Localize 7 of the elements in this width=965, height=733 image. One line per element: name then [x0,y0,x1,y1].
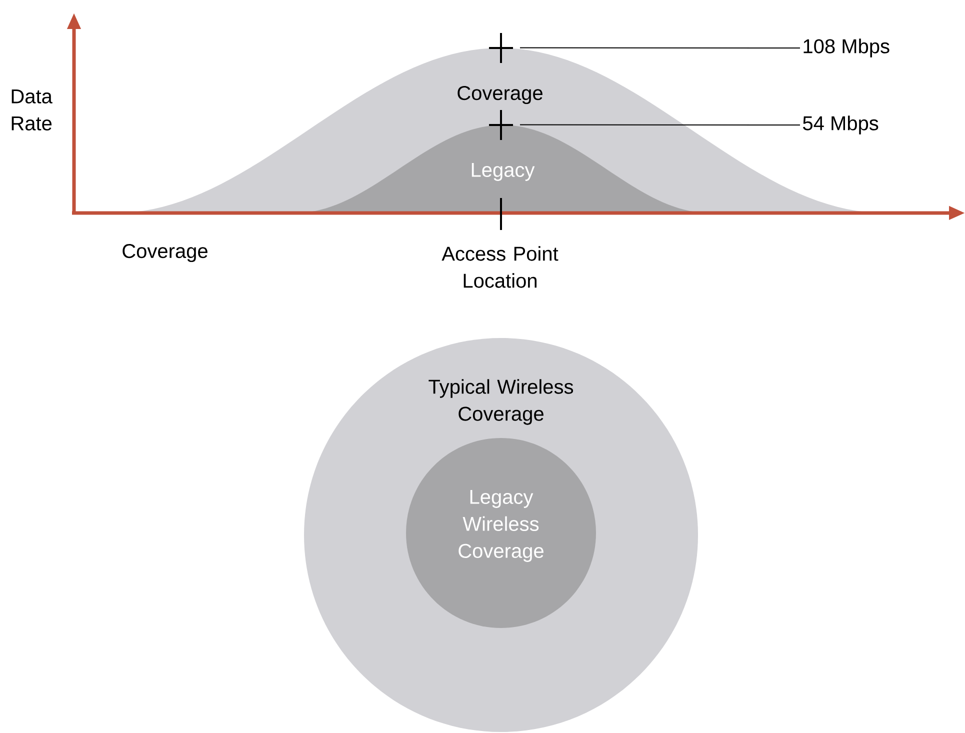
leader-line [520,47,800,48]
axis-label: Coverage [122,244,208,262]
axis-label: Access Point Location [442,246,558,288]
legacy-curve: Legacy [295,125,710,213]
rate-label: 54 Mbps [803,116,878,134]
leader-line [520,124,800,126]
axis-label: Data Rate [12,90,52,130]
